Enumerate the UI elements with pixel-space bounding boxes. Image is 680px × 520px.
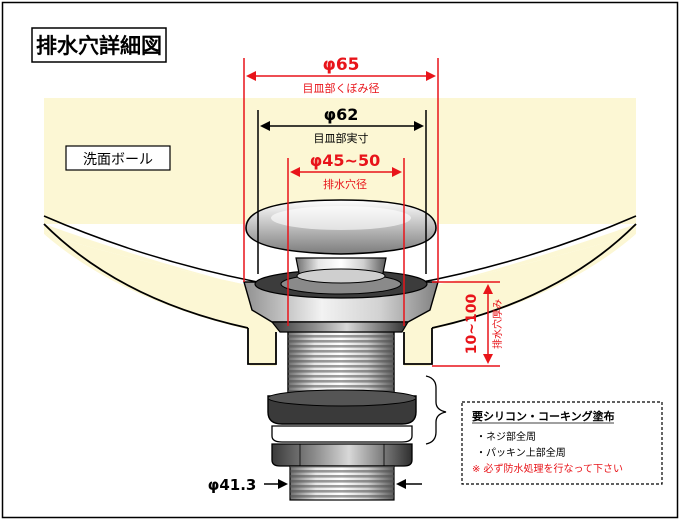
cap-stem-base <box>296 268 386 284</box>
basin-label: 洗面ボール <box>83 152 153 168</box>
note-bracket <box>425 375 447 445</box>
dim-line-d62 <box>260 121 424 131</box>
dim-line-d65 <box>246 71 436 81</box>
dim-thickness-value: 10~100 <box>464 294 480 355</box>
dim-line-d4550 <box>290 167 402 177</box>
hex-nut <box>271 443 413 467</box>
note-item: ・ネジ部全周 <box>476 430 536 443</box>
basin-lug-right <box>403 328 433 365</box>
flange-step <box>270 321 410 333</box>
dim-d4550-value: φ45~50 <box>310 151 380 170</box>
note-warning: ※ 必ず防水処理を行なって下さい <box>472 462 623 475</box>
red-extension-lines <box>243 58 500 367</box>
note-heading: 要シリコン・コーキング塗布 <box>472 409 615 423</box>
basin-outer-edge-left <box>43 223 249 329</box>
basin-inner-edge-left <box>43 215 269 285</box>
dim-d65-value: φ65 <box>323 55 360 75</box>
dim-line-thickness <box>483 284 493 364</box>
white-washer <box>271 425 413 443</box>
basin-bowl-body <box>44 234 300 366</box>
drain-cap-highlight <box>271 206 411 230</box>
rubber-gasket-top <box>267 389 417 407</box>
threaded-body-threads <box>288 326 394 400</box>
basin-lug-left <box>247 328 277 365</box>
note-item: ・パッキン上部全周 <box>476 446 566 459</box>
dim-d62-caption: 目皿部実寸 <box>314 131 369 145</box>
dim-line-d413 <box>264 479 422 489</box>
basin-inner-edge-right <box>411 215 637 285</box>
basin-bowl-body-right <box>384 234 636 366</box>
black-extension-lines <box>257 110 427 274</box>
basin-outer-edge-right <box>431 223 637 329</box>
dim-thickness-caption: 排水穴厚み <box>491 299 504 349</box>
note-box <box>461 401 663 485</box>
title: 排水穴詳細図 <box>36 34 162 58</box>
lower-thread-pattern <box>290 466 394 500</box>
dim-d4550-caption: 排水穴径 <box>323 177 367 191</box>
basin-label-box <box>65 145 171 171</box>
title-box <box>31 27 167 63</box>
dim-d62-value: φ62 <box>324 105 359 124</box>
dim-d65-caption: 目皿部くぼみ径 <box>303 81 380 95</box>
dim-d413-value: φ41.3 <box>208 476 257 494</box>
